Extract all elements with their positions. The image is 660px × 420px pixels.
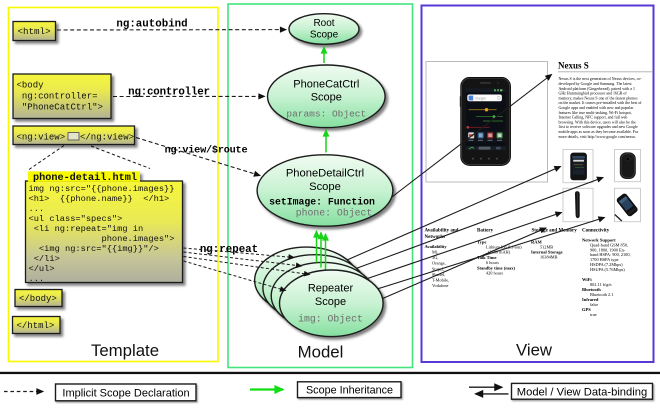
svg-text:Storage and Memory: Storage and Memory xyxy=(532,229,578,234)
svg-text:more details, visit http://www: more details, visit http://www.google.co… xyxy=(559,134,637,140)
svg-text:M),: M), xyxy=(432,250,438,256)
svg-text:T-Mobile,: T-Mobile, xyxy=(432,278,449,284)
svg-text:on the market. It comes pre-in: on the market. It comes pre-installed wi… xyxy=(559,100,643,105)
svg-text:(1500 mAH): (1500 mAH) xyxy=(488,250,511,255)
svg-text:ng:repeat: ng:repeat xyxy=(200,244,258,256)
svg-text:Infrared: Infrared xyxy=(582,297,599,302)
svg-text:<li ng:repeat="img in: <li ng:repeat="img in xyxy=(29,224,144,234)
svg-text:Scope: Scope xyxy=(310,30,339,41)
svg-text:first to receive software upgr: first to receive software upgrades and n… xyxy=(559,124,639,129)
svg-text:phone-detail.html: phone-detail.html xyxy=(33,172,137,184)
svg-text:512MB: 512MB xyxy=(540,245,553,250)
svg-text:Battery: Battery xyxy=(477,229,494,234)
svg-text:Connectivity: Connectivity xyxy=(582,229,610,234)
svg-text:HSDPA (7.2Mbps): HSDPA (7.2Mbps) xyxy=(590,262,623,267)
svg-text:Model: Model xyxy=(298,343,344,362)
svg-text:Root: Root xyxy=(313,18,334,29)
svg-text:params: Object: params: Object xyxy=(286,109,366,120)
svg-text:PhoneDetailCtrl: PhoneDetailCtrl xyxy=(286,168,364,180)
svg-text:Standby time (max): Standby time (max) xyxy=(477,266,516,271)
svg-text:Orange,: Orange, xyxy=(432,261,446,267)
svg-text:Bluetooth 2.1: Bluetooth 2.1 xyxy=(590,292,613,297)
svg-text:GHz Hummingbird processor and: GHz Hummingbird processor and 16GB of xyxy=(559,91,628,96)
svg-text:</li>: </li> xyxy=(29,254,60,264)
svg-text:PhoneCatCtrl: PhoneCatCtrl xyxy=(293,79,359,91)
svg-text:mobile apps as soon as they be: mobile apps as soon as they become avail… xyxy=(559,129,639,134)
svg-text:Scope: Scope xyxy=(315,296,346,308)
svg-text:GPS: GPS xyxy=(582,307,591,312)
svg-text:Android platform (Gingerbread): Android platform (Gingerbread), paired w… xyxy=(559,86,635,92)
svg-text:browsing. With this device, us: browsing. With this device, users will a… xyxy=(559,119,636,125)
svg-text:"PhoneCatCtrl">: "PhoneCatCtrl"> xyxy=(17,103,103,113)
svg-text:phone: Object: phone: Object xyxy=(296,208,372,219)
svg-text:3G,: 3G, xyxy=(432,255,438,261)
svg-text:WiFi: WiFi xyxy=(582,277,592,282)
svg-text:phone.images">: phone.images"> xyxy=(29,234,175,244)
svg-text:Bluetooth: Bluetooth xyxy=(582,287,601,292)
svg-text:Google apps and enabled with n: Google apps and enabled with new and pop… xyxy=(559,105,635,110)
svg-text:900, 1800, 1900 En-: 900, 1800, 1900 En- xyxy=(590,247,626,253)
svg-text:Lithium Ion (Li-Ion): Lithium Ion (Li-Ion) xyxy=(486,245,522,250)
svg-text:img ng:src="{{phone.images}}: img ng:src="{{phone.images}} xyxy=(29,184,175,194)
svg-text:RAM: RAM xyxy=(531,240,542,245)
svg-text:Availability and: Availability and xyxy=(425,229,459,234)
svg-text:Scope: Scope xyxy=(311,92,342,104)
svg-text:...: ... xyxy=(29,204,45,214)
svg-text:band HSPA: 900, 2100,: band HSPA: 900, 2100, xyxy=(590,252,631,258)
svg-text:Network Support: Network Support xyxy=(582,238,616,243)
svg-text:</ng:view>: </ng:view> xyxy=(80,132,134,142)
svg-text:Google: Google xyxy=(475,97,486,101)
svg-text:Quad-band GSM 850,: Quad-band GSM 850, xyxy=(590,242,628,248)
svg-text:Vodafone: Vodafone xyxy=(432,283,448,288)
svg-text:6 hours: 6 hours xyxy=(486,260,499,265)
svg-text:...: ... xyxy=(29,274,45,284)
svg-text:img: Object: img: Object xyxy=(298,314,363,325)
svg-text:Scope Inheritance: Scope Inheritance xyxy=(306,384,393,396)
svg-text:Internet Calling, NFC support,: Internet Calling, NFC support, and full … xyxy=(559,115,628,121)
svg-text:Internal Storage: Internal Storage xyxy=(531,250,563,255)
svg-text:Repeater: Repeater xyxy=(308,283,354,295)
svg-text:Scope: Scope xyxy=(309,181,341,193)
svg-text:memory, makes Nexus S one of t: memory, makes Nexus S one of the fastest… xyxy=(559,95,638,101)
svg-text:setImage: Function: setImage: Function xyxy=(269,197,375,208)
svg-text:ng:controller: ng:controller xyxy=(128,87,210,99)
svg-text:<ng:view>: <ng:view> xyxy=(17,132,66,142)
svg-text:<h1> {{phone.name}} </h1>: <h1> {{phone.name}} </h1> xyxy=(29,194,170,204)
svg-text:<body: <body xyxy=(17,81,45,91)
svg-text:View: View xyxy=(516,341,553,360)
svg-text:<html>: <html> xyxy=(18,26,51,37)
svg-text:Networks: Networks xyxy=(425,235,446,240)
svg-text:</ul>: </ul> xyxy=(29,264,55,274)
svg-text:Nexus S is the next generation: Nexus S is the next generation of Nexus … xyxy=(559,76,643,82)
svg-text:HSUPA (5.76Mbps): HSUPA (5.76Mbps) xyxy=(590,267,625,272)
svg-text:1700 HSPA type: 1700 HSPA type xyxy=(590,257,619,262)
svg-text:ng:autobind: ng:autobind xyxy=(116,19,187,31)
svg-text:Type: Type xyxy=(477,240,486,245)
svg-text:true: true xyxy=(590,312,597,317)
svg-text:ng:view/$route: ng:view/$route xyxy=(165,145,248,157)
svg-text:Model / View Data-binding: Model / View Data-binding xyxy=(517,386,647,398)
svg-text:Template: Template xyxy=(91,341,159,360)
svg-text:<img ng:src="{{img}}"/>: <img ng:src="{{img}}"/> xyxy=(29,244,159,254)
svg-text:ng:controller=: ng:controller= xyxy=(17,92,98,102)
svg-text:420 hours: 420 hours xyxy=(486,271,503,276)
svg-text:802.11 b/g/n: 802.11 b/g/n xyxy=(590,282,612,287)
svg-text:features like true multi-taski: features like true multi-tasking, Wi-Fi … xyxy=(559,110,632,116)
svg-text:developed by Google and Samsun: developed by Google and Samsung. The lat… xyxy=(559,81,633,86)
svg-text:Nexus S: Nexus S xyxy=(558,61,589,71)
svg-text:false: false xyxy=(590,302,598,307)
svg-text:</html>: </html> xyxy=(17,321,55,331)
svg-text:<ul class="specs">: <ul class="specs"> xyxy=(29,214,123,224)
svg-text:Talk Time: Talk Time xyxy=(477,255,497,260)
svg-text:Availability: Availability xyxy=(425,244,448,249)
svg-text:16384MB: 16384MB xyxy=(540,255,558,260)
svg-text:Implicit Scope Declaration: Implicit Scope Declaration xyxy=(62,387,189,399)
svg-text:</body>: </body> xyxy=(19,294,57,304)
